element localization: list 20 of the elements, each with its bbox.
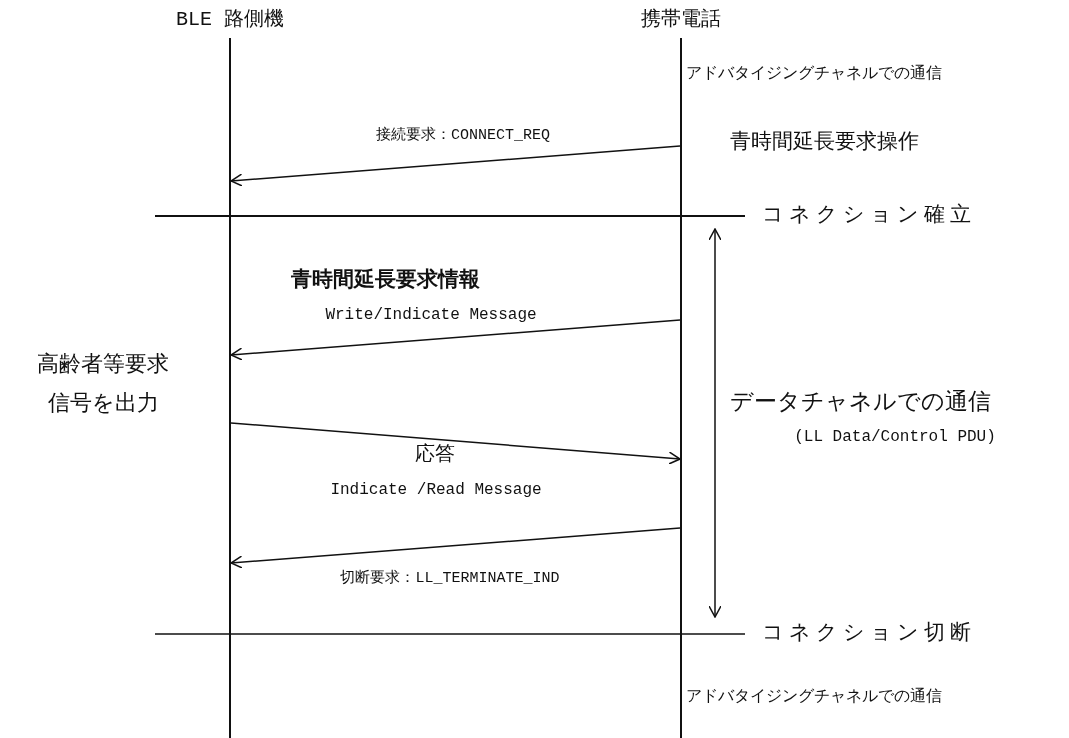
- lifeline: [680, 38, 682, 738]
- message-title: 応答: [415, 443, 455, 467]
- message-arrow: [230, 145, 681, 187]
- phase-label: コネクション確立: [762, 203, 976, 229]
- message-arrow: [230, 319, 681, 361]
- edge-label: 接続要求：CONNECT_REQ: [374, 127, 552, 145]
- lifeline-title: 携帯電話: [641, 8, 721, 32]
- phase-note: アドバタイジングチャネルでの通信: [686, 65, 942, 85]
- phase-note: アドバタイジングチャネルでの通信: [686, 688, 942, 708]
- message-arrow: [230, 422, 681, 465]
- message-arrow: [230, 527, 681, 569]
- channel-note: データチャネルでの通信: [730, 390, 991, 418]
- phase-label: コネクション切断: [762, 621, 976, 647]
- edge-label: 切断要求：LL_TERMINATE_IND: [338, 570, 562, 588]
- channel-note: (LL Data/Control PDU): [794, 428, 996, 448]
- message-title: 青時間延長要求情報: [291, 268, 480, 294]
- lifeline-title: BLE 路側機: [176, 8, 284, 32]
- lifeline: [229, 38, 231, 738]
- output-note: 高齢者等要求信号を出力: [36, 351, 170, 418]
- operation-note: 青時間延長要求操作: [730, 130, 919, 156]
